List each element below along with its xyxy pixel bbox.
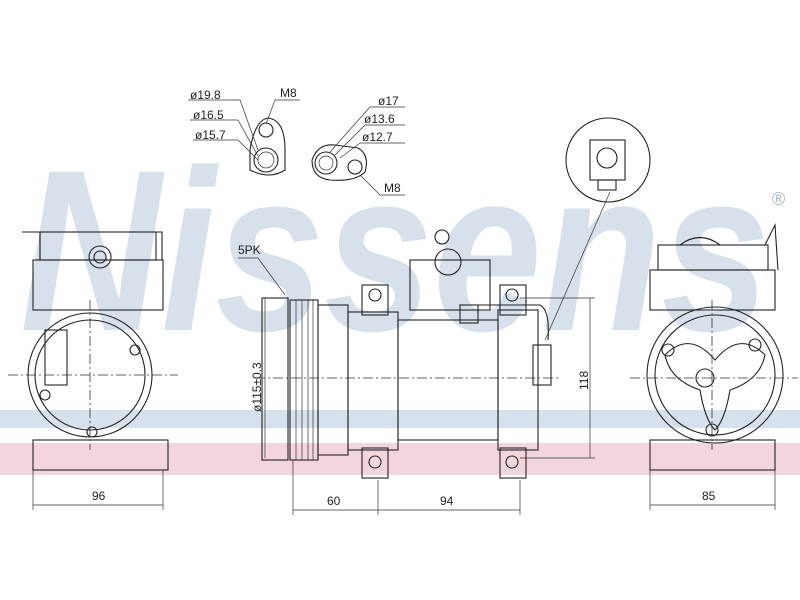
fitting-right-d1: ø17 <box>378 94 399 108</box>
fitting-left-thread: M8 <box>280 86 297 100</box>
fitting-detail-right <box>311 106 405 196</box>
nissens-watermark: Nissens <box>20 122 770 379</box>
height-dimension: 118 <box>577 371 591 390</box>
belt-label: 5PK <box>238 243 261 257</box>
fitting-left-d1: ø19.8 <box>190 88 221 102</box>
fitting-right-d3: ø12.7 <box>362 130 393 144</box>
fitting-left-d3: ø15.7 <box>195 128 226 142</box>
left-view <box>8 231 178 471</box>
registered-mark: ® <box>772 189 785 209</box>
fitting-detail-left <box>188 99 300 176</box>
pulley-to-mount-dimension: 60 <box>327 494 341 508</box>
right-view <box>630 222 798 471</box>
mount-spacing-dimension: 94 <box>440 494 454 508</box>
right-width-dimension: 85 <box>702 489 716 503</box>
left-width-dimension: 96 <box>92 489 106 503</box>
blue-band <box>0 410 800 428</box>
fitting-right-d2: ø13.6 <box>364 112 395 126</box>
fitting-left-d2: ø16.5 <box>193 108 224 122</box>
pulley-diameter-label: ø115±0.3 <box>250 362 264 412</box>
front-view <box>238 191 611 515</box>
fitting-right-thread: M8 <box>384 181 401 195</box>
connector-detail <box>565 117 651 203</box>
